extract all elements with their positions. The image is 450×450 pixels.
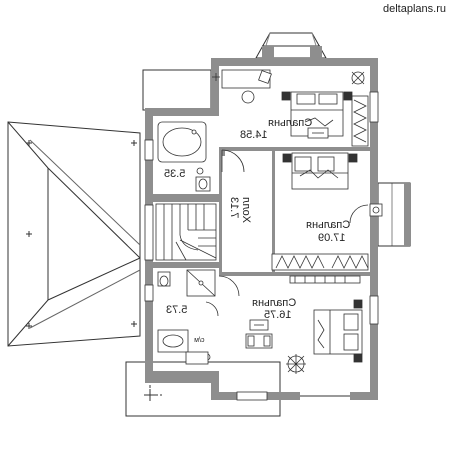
dormer-window-right [310,46,322,60]
dormer-window-left [262,46,274,60]
label-bedroom-bottom: Спальня 16.75 [252,297,296,321]
room-area-bathroom-top: 5.35 [164,168,185,180]
label-hall: Холл 7.13 [228,197,252,223]
roof-bottom-marks [144,385,162,401]
mid-room-fixtures [369,203,383,217]
room-area-bedroom-bottom: 16.75 [264,309,292,321]
compass-marks [212,73,220,81]
plant-top-right [351,71,365,85]
desk-top [221,69,329,139]
right-bay [377,182,411,247]
bed-mid [282,152,358,190]
bathtub [157,121,207,163]
room-area-hall: 7.13 [228,197,240,218]
outer-windows [144,91,379,401]
bottom-room-seating [245,319,273,349]
room-area-bathroom-bottom: 5.73 [166,304,187,316]
door-swings [205,149,369,317]
bathroom-bottom-fixtures [157,269,216,365]
staircase [155,203,217,261]
label-bedroom-top: Спальня 14.58 [240,117,312,141]
roof-left [7,121,141,347]
label-laundry: с/м [194,337,204,344]
room-area-bedroom-mid: 17.09 [318,232,346,244]
room-name-laundry: с/м [194,337,204,344]
plant-bottom [286,354,306,374]
room-name-bedroom-mid: Спальня [306,219,350,231]
site-watermark: deltaplans.ru [383,3,446,15]
bed-bottom [313,299,363,363]
room-area-bedroom-top: 14.58 [240,129,268,141]
label-bathroom-bottom: 5.73 [166,304,187,316]
roof-anchor-marks [26,140,137,329]
room-name-bedroom-top: Спальня [268,117,312,129]
top-closet [351,95,369,147]
bathroom-top-fixtures [195,167,211,192]
label-bathroom-top: 5.35 [164,168,185,180]
roof-top-overhang [142,69,212,111]
closet-strip [271,253,369,284]
room-name-hall: Холл [240,197,252,223]
label-bedroom-mid: Спальня 17.09 [306,219,350,244]
bed-top [281,91,353,137]
room-name-bedroom-bottom: Спальня [252,297,296,309]
